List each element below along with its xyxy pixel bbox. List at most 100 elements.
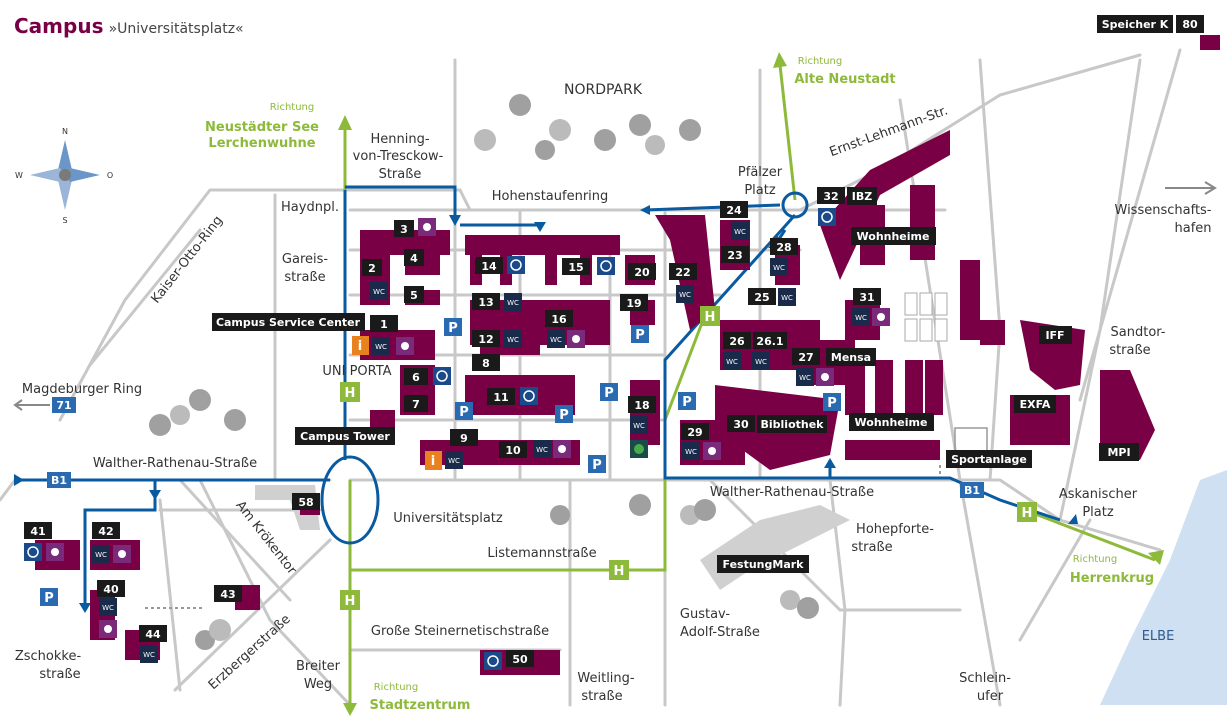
parking-4[interactable]	[631, 325, 649, 343]
bibliothek-box[interactable]	[757, 415, 827, 433]
building-4-box[interactable]	[404, 249, 424, 266]
building-28-box[interactable]	[770, 238, 798, 255]
building-23-box[interactable]	[721, 246, 749, 263]
building-10-box[interactable]	[499, 441, 527, 458]
building-6-box[interactable]	[404, 368, 428, 385]
parking-5[interactable]	[600, 383, 618, 401]
wc-icon: WC	[372, 337, 390, 355]
parking-1[interactable]	[444, 318, 462, 336]
building-24-box[interactable]	[720, 201, 748, 218]
parking-9[interactable]	[40, 588, 58, 606]
wheelchair-icon	[507, 256, 525, 274]
building-16-box[interactable]	[545, 310, 573, 327]
stop-askanischer-h: H	[1022, 506, 1033, 521]
building-26-box[interactable]	[723, 332, 751, 349]
building-6: 6	[412, 371, 420, 384]
building-42: 42	[98, 525, 113, 538]
stop-listemann[interactable]	[609, 560, 629, 580]
building-27: 27	[798, 351, 813, 364]
building-40-box[interactable]	[97, 580, 125, 597]
mpi: MPI	[1107, 446, 1130, 459]
building-9-box[interactable]	[450, 429, 478, 446]
building-31-box[interactable]	[853, 288, 881, 305]
building-32-box[interactable]	[817, 187, 845, 204]
building-8-box[interactable]	[472, 354, 500, 371]
building-2-box[interactable]	[362, 259, 382, 276]
building-30-box[interactable]	[727, 415, 755, 432]
parking-6[interactable]	[588, 455, 606, 473]
building-5-box[interactable]	[404, 286, 424, 303]
building-12-box[interactable]	[472, 330, 500, 347]
green-arrowheads	[338, 52, 1164, 716]
building-44-box[interactable]	[139, 625, 167, 642]
info-1-i: i	[358, 339, 362, 354]
building-43: 43	[220, 588, 235, 601]
festungmark-box[interactable]	[717, 555, 809, 573]
stop-askanischer[interactable]	[1017, 502, 1037, 522]
building-58-box[interactable]	[292, 493, 320, 510]
stop-uniporta[interactable]	[340, 382, 360, 402]
info-2[interactable]	[425, 451, 442, 470]
building-20-box[interactable]	[628, 263, 656, 280]
area-uniporta: UNI PORTA	[322, 364, 391, 379]
building-14-box[interactable]	[475, 257, 503, 274]
wc-icon: WC	[547, 330, 565, 348]
building-7-box[interactable]	[404, 395, 428, 412]
building-11-box[interactable]	[487, 388, 515, 405]
wc-text: WC	[799, 374, 811, 382]
campus-service-center-box[interactable]	[212, 313, 365, 331]
street-henning-1: Henning-	[370, 132, 429, 147]
parking-3[interactable]	[555, 405, 573, 423]
sportanlage-box[interactable]	[946, 450, 1032, 468]
building-15-box[interactable]	[562, 258, 590, 275]
campus-tower-box[interactable]	[295, 427, 395, 445]
building-25: 25	[754, 291, 769, 304]
street-askanischer-2: Platz	[1082, 505, 1114, 520]
campus-tower: Campus Tower	[300, 430, 390, 443]
wc-text: WC	[781, 294, 793, 302]
parking-2[interactable]	[455, 402, 473, 420]
building-19-box[interactable]	[620, 294, 648, 311]
building-26-1-box[interactable]	[753, 332, 787, 349]
building-1-box[interactable]	[370, 315, 398, 332]
building-13-box[interactable]	[472, 293, 500, 310]
stop-breiterweg[interactable]	[340, 590, 360, 610]
building-42-box[interactable]	[92, 522, 120, 539]
parking-8[interactable]	[823, 393, 841, 411]
street-haydnpl: Haydnpl.	[281, 200, 339, 215]
building-29-box[interactable]	[681, 423, 709, 440]
iff-box[interactable]	[1039, 326, 1072, 344]
map-title: Campus »Universitätsplatz«	[14, 14, 244, 38]
building-25-box[interactable]	[748, 288, 776, 305]
stop-pfaelzer[interactable]	[700, 306, 720, 326]
info-1[interactable]	[352, 336, 369, 355]
family-room-icon	[99, 620, 117, 638]
family-room-icon	[553, 440, 571, 458]
building-22-box[interactable]	[669, 263, 697, 280]
wc-text: WC	[550, 336, 562, 344]
exfa-box[interactable]	[1014, 395, 1056, 413]
building-41-box[interactable]	[24, 522, 52, 539]
building-27-box[interactable]	[792, 348, 820, 365]
building-43-box[interactable]	[214, 585, 242, 602]
family-room-icon	[567, 330, 585, 348]
parking-7[interactable]	[678, 392, 696, 410]
wc-icon: WC	[99, 598, 117, 616]
wc-text: WC	[726, 358, 738, 366]
building-50-box[interactable]	[506, 650, 534, 667]
ibz-box[interactable]	[847, 187, 877, 205]
wc-text: WC	[95, 551, 107, 559]
wohnheime-south-box[interactable]	[849, 413, 934, 431]
mpi-box[interactable]	[1099, 443, 1139, 461]
building-41: 41	[30, 525, 45, 538]
building-3-box[interactable]	[394, 220, 414, 237]
area-elbe: ELBE	[1142, 629, 1175, 644]
wohnheime-north-box[interactable]	[851, 227, 936, 245]
mensa-box[interactable]	[826, 348, 876, 366]
family-room-icon	[872, 308, 890, 326]
street-gareis-2: straße	[284, 270, 325, 285]
festungmark: FestungMark	[723, 558, 805, 571]
wc-text: WC	[507, 299, 519, 307]
parking-1-p: P	[448, 321, 458, 336]
building-18-box[interactable]	[628, 396, 656, 413]
